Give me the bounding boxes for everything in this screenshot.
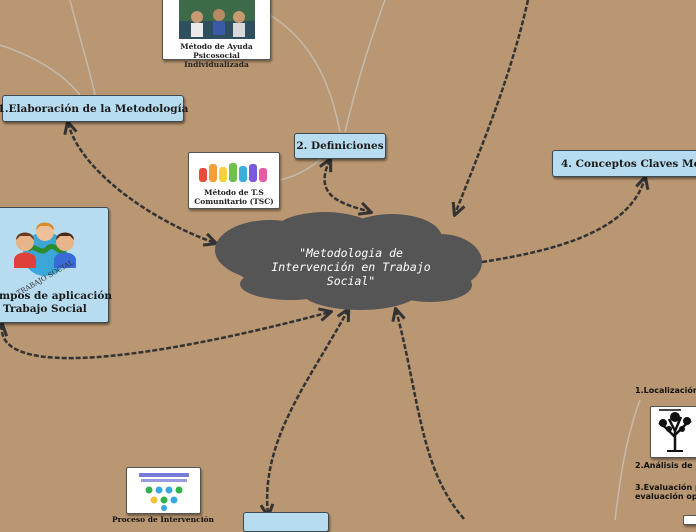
topic-campos-label-1: mpos de aplicación: [0, 290, 113, 302]
topic-campos-label-2: Trabajo Social: [3, 303, 87, 315]
link-conceptos: [481, 178, 645, 264]
central-cloud-shape: [215, 212, 482, 310]
subtopic-evaluacion[interactable]: 3.Evaluación p evaluación ope: [635, 483, 696, 501]
bottom-right-card-partial[interactable]: [683, 515, 696, 525]
card-ayuda-psicosocial[interactable]: Método de Ayuda Psicosocial Individualiz…: [162, 0, 271, 69]
subtopic-evaluacion-line1: 3.Evaluación p: [635, 483, 696, 492]
card-proceso-image[interactable]: [126, 467, 201, 514]
card-ayuda-label-1: Método de Ayuda: [180, 42, 253, 51]
topic-campos[interactable]: TRABAJO SOCIAL Trabajo Social mpos de ap…: [0, 207, 113, 323]
topic-definiciones[interactable]: 2. Definiciones: [294, 133, 386, 159]
card-tsc[interactable]: Método de T.S Comunitario (TSC): [188, 152, 280, 209]
tree-icon: [658, 409, 692, 452]
connection-lines: [0, 0, 696, 520]
topic-bottom-partial[interactable]: [243, 512, 329, 532]
card-tsc-label-1: Método de T.S: [204, 188, 264, 197]
link-bottom-left: [267, 310, 348, 515]
group-photo-icon: [178, 0, 255, 39]
card-ayuda-label-2: Psicosocial Individualizada: [184, 51, 249, 69]
subtopic-analisis[interactable]: 2.Análisis de la: [635, 461, 696, 470]
topic-elaboracion-label: 1.Elaboración de la Metodología: [0, 102, 189, 115]
central-topic-line2: Intervención en Trabajo: [271, 260, 431, 274]
subtopic-evaluacion-line2: evaluación ope: [635, 492, 696, 501]
card-tsc-label-2: Comunitario (TSC): [194, 197, 274, 206]
topic-conceptos[interactable]: 4. Conceptos Claves Metod: [552, 150, 696, 177]
hands-icon: [199, 163, 267, 182]
subtopic-localizacion[interactable]: 1.Localización: [635, 386, 696, 395]
link-elaboracion: [68, 123, 215, 243]
link-bottom-right: [396, 310, 466, 520]
link-top: [455, 0, 530, 214]
tree-image[interactable]: [650, 406, 696, 458]
central-topic-line1: "Metodologia de: [299, 246, 403, 260]
process-diagram-icon: [138, 473, 189, 511]
topic-definiciones-label: 2. Definiciones: [296, 140, 384, 152]
trabajo-social-logo-icon: [13, 222, 76, 276]
central-topic[interactable]: "Metodologia de Intervención en Trabajo …: [256, 246, 446, 288]
topic-conceptos-label: 4. Conceptos Claves Metod: [561, 157, 696, 170]
central-topic-line3: Social": [326, 274, 376, 288]
topic-elaboracion[interactable]: 1.Elaboración de la Metodología: [0, 95, 188, 122]
link-definiciones: [325, 160, 370, 212]
